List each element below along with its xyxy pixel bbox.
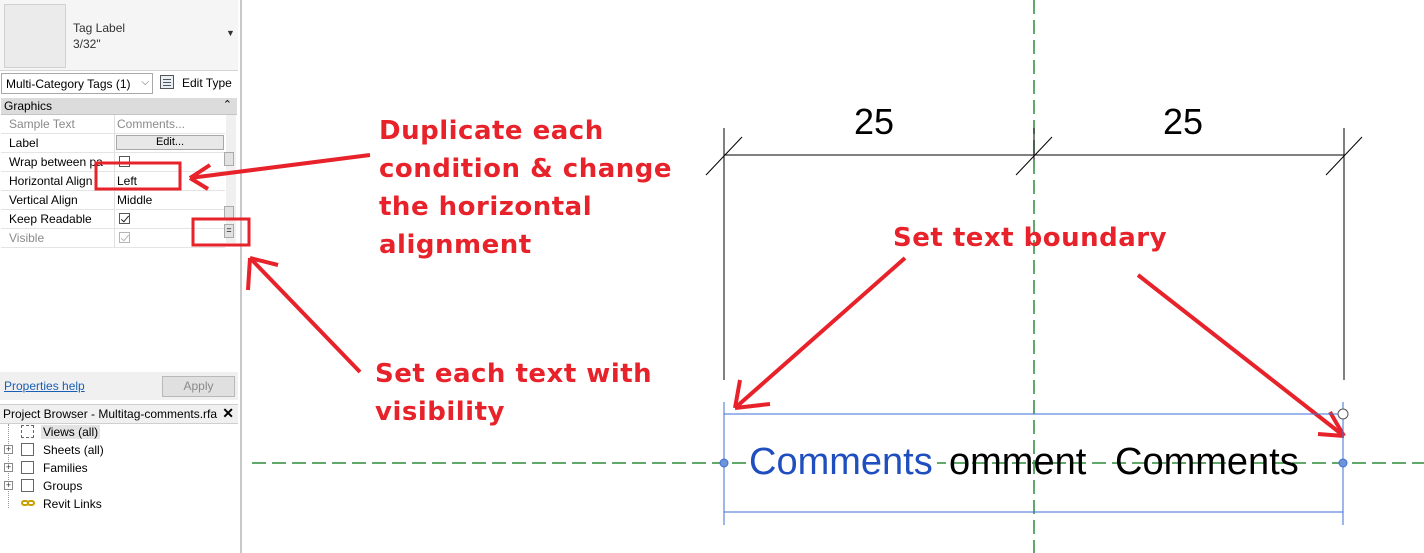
dimension-tick — [705, 136, 743, 176]
views-icon — [21, 425, 34, 438]
properties-panel: Tag Label 3/32" ▼ Multi-Category Tags (1… — [0, 0, 242, 553]
prop-key: Wrap between pa — [9, 155, 103, 169]
boundary-grip-right[interactable] — [1338, 458, 1348, 468]
collapse-icon[interactable]: ⌃ — [222, 99, 232, 111]
close-icon[interactable]: ✕ — [222, 405, 234, 421]
category-row: Multi-Category Tags (1) ⌵ Edit Type — [0, 72, 238, 96]
expand-icon[interactable]: + — [4, 444, 13, 454]
tree-item-label: Groups — [43, 479, 83, 493]
rotate-grip[interactable] — [1337, 408, 1349, 420]
sheets-icon — [21, 443, 34, 456]
highlight-box-visible — [191, 217, 251, 247]
label-text-right[interactable]: Comments — [1115, 441, 1299, 483]
type-selector[interactable]: Tag Label 3/32" ▼ — [0, 0, 238, 71]
label-text-left-selected[interactable]: Comments — [749, 441, 937, 484]
divider — [114, 229, 115, 247]
section-title: Graphics — [4, 99, 53, 113]
project-browser-header: Project Browser - Multitag-comments.rfa … — [0, 404, 238, 424]
tree-item-label: Revit Links — [43, 497, 102, 511]
drawing-canvas[interactable]: 25 25 omment Comments Comments — [242, 0, 1424, 553]
prop-key: Sample Text — [9, 117, 75, 131]
horizontal-align-value[interactable]: Left — [117, 174, 138, 188]
tree-item-families[interactable]: + Families — [0, 459, 238, 477]
prop-key: Horizontal Align — [9, 174, 93, 188]
expand-icon[interactable]: + — [4, 480, 13, 490]
divider — [114, 191, 115, 209]
families-icon — [21, 461, 34, 474]
tree-item-sheets[interactable]: + Sheets (all) — [0, 441, 238, 459]
prop-label[interactable]: Label Edit... — [1, 134, 225, 153]
tree-item-groups[interactable]: + Groups — [0, 477, 238, 495]
divider — [114, 210, 115, 228]
category-dropdown-value: Multi-Category Tags (1) — [6, 77, 131, 91]
chevron-down-icon: ⌵ — [141, 77, 149, 88]
apply-button[interactable]: Apply — [162, 376, 235, 397]
link-icon — [21, 500, 35, 507]
type-preview-image — [4, 4, 66, 68]
dimension-tick — [1325, 136, 1363, 176]
prop-sample-text[interactable]: Sample Text Comments... — [1, 115, 225, 134]
keep-readable-checkbox[interactable] — [119, 213, 130, 224]
associate-parameter-button[interactable] — [224, 152, 234, 166]
arrow-to-visible — [246, 256, 362, 374]
tree-item-views[interactable]: Views (all) — [0, 423, 238, 441]
divider — [114, 172, 115, 190]
tree-item-label: Families — [43, 461, 88, 475]
tree-item-label: Views (all) — [41, 425, 101, 439]
properties-help-link[interactable]: Properties help — [4, 379, 85, 393]
dimension-text-right[interactable]: 25 — [1163, 101, 1204, 142]
prop-key: Keep Readable — [9, 212, 92, 226]
arrow-to-horizontal-align — [188, 153, 371, 191]
properties-grid: Sample Text Comments... Label Edit... Wr… — [1, 115, 225, 248]
annotation-line: condition & change — [379, 154, 673, 184]
annotation-set-boundary: Set text boundary — [893, 223, 1168, 253]
type-name: Tag Label — [73, 21, 126, 35]
project-browser-title: Project Browser - Multitag-comments.rfa — [3, 407, 218, 421]
vertical-align-value[interactable]: Middle — [117, 193, 153, 207]
annotation-line: visibility — [375, 397, 505, 427]
annotation-line: Duplicate each — [379, 116, 604, 146]
edit-type-icon — [160, 75, 174, 89]
annotation-line: the horizontal — [379, 192, 593, 222]
edit-type-label: Edit Type — [182, 76, 232, 90]
section-graphics[interactable]: Graphics ⌃ — [1, 98, 237, 115]
boundary-grip-left[interactable] — [719, 458, 729, 468]
visible-checkbox[interactable] — [119, 232, 130, 243]
tree-item-label: Sheets (all) — [43, 443, 104, 457]
properties-scrollbar[interactable] — [226, 115, 236, 243]
expand-icon[interactable]: + — [4, 462, 13, 472]
prop-key: Vertical Align — [9, 193, 78, 207]
arrow-to-boundary-right — [1136, 273, 1346, 438]
dimension-text-left[interactable]: 25 — [854, 101, 895, 142]
prop-value: Comments... — [117, 117, 186, 131]
arrow-to-boundary-left — [733, 256, 907, 410]
prop-key: Visible — [9, 231, 45, 245]
label-edit-button[interactable]: Edit... — [116, 135, 224, 150]
prop-vertical-align[interactable]: Vertical Align Middle — [1, 191, 225, 210]
associate-parameter-equals-icon[interactable]: = — [224, 224, 234, 238]
highlight-box-horizontal-align — [94, 161, 182, 191]
divider — [114, 134, 115, 152]
prop-visible[interactable]: Visible — [1, 229, 225, 248]
prop-key: Label — [9, 136, 39, 150]
type-size: 3/32" — [73, 37, 101, 51]
edit-type-button[interactable]: Edit Type — [158, 73, 236, 94]
annotation-line: alignment — [379, 230, 532, 260]
groups-icon — [21, 479, 34, 492]
label-text-center[interactable]: omment — [949, 441, 1087, 483]
divider — [114, 115, 115, 133]
category-dropdown[interactable]: Multi-Category Tags (1) ⌵ — [1, 73, 153, 94]
prop-keep-readable[interactable]: Keep Readable — [1, 210, 225, 229]
dimension-tick — [1015, 136, 1053, 176]
tree-item-revit-links[interactable]: Revit Links — [0, 495, 238, 513]
chevron-down-icon[interactable]: ▼ — [226, 28, 235, 38]
annotation-duplicate-condition: Duplicate each condition & change the ho… — [379, 112, 672, 264]
annotation-line: Set each text with — [375, 359, 653, 389]
annotation-set-visibility: Set each text with visibility — [375, 355, 652, 431]
